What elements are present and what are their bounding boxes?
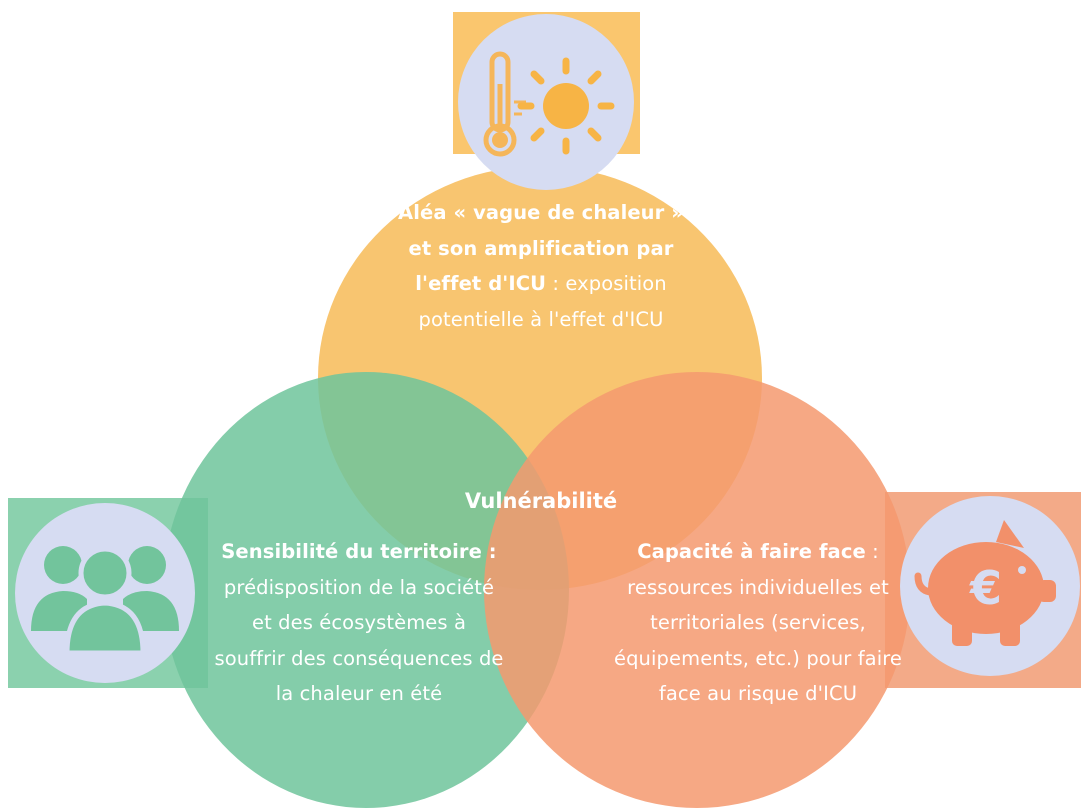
- hazard-title: Aléa « vague de chaleur » et son amplifi…: [398, 201, 684, 295]
- capacity-title: Capacité à faire face: [637, 540, 866, 563]
- sensitivity-separator: :: [481, 540, 497, 563]
- capacity-icon-disc: €: [900, 496, 1080, 676]
- hazard-text: Aléa « vague de chaleur » et son amplifi…: [388, 195, 694, 337]
- hazard-separator: :: [546, 272, 566, 295]
- people-group-icon: [31, 546, 179, 656]
- capacity-text: Capacité à faire face : ressources indiv…: [608, 534, 908, 712]
- sensitivity-text: Sensibilité du territoire : prédispositi…: [214, 534, 504, 712]
- piggy-bank-euro-icon: €: [914, 520, 1056, 646]
- sensitivity-title: Sensibilité du territoire: [221, 540, 482, 563]
- capacity-separator: :: [865, 540, 879, 563]
- svg-text:€: €: [969, 561, 1002, 615]
- thermometer-sun-icon: [483, 51, 615, 157]
- hazard-description: exposition potentielle à l'effet d'ICU: [418, 272, 667, 331]
- capacity-circle: [484, 372, 910, 808]
- sensitivity-icon-disc: [15, 503, 195, 683]
- hazard-icon-disc: [458, 14, 634, 190]
- capacity-description: ressources individuelles et territoriale…: [613, 575, 903, 706]
- vulnerability-label: Vulnérabilité: [464, 489, 618, 513]
- sensitivity-description: prédisposition de la société et des écos…: [214, 575, 504, 706]
